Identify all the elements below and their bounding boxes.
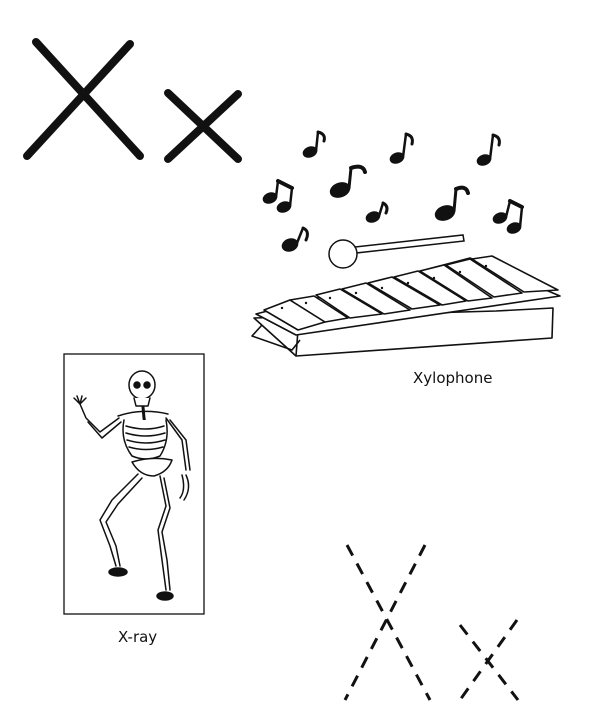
- tracing-lowercase-x: [458, 619, 520, 701]
- tracing-uppercase-x: [343, 544, 432, 701]
- xylophone-caption: Xylophone: [413, 369, 493, 387]
- lowercase-x-letter: [164, 89, 242, 163]
- music-notes-icon: [262, 130, 524, 252]
- xray-caption: X-ray: [118, 628, 158, 646]
- xylophone-body-icon: [251, 255, 561, 357]
- uppercase-x-letter: [23, 38, 144, 160]
- mallet-icon: [328, 234, 465, 269]
- skeleton-icon: [73, 370, 191, 601]
